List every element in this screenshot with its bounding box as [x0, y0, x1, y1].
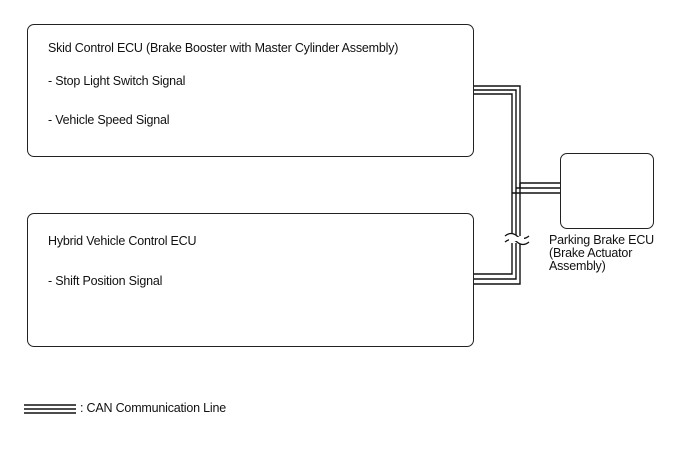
skid-control-ecu-box: [27, 24, 474, 157]
legend-can-line-sample: [24, 404, 76, 414]
stop-light-switch-signal: - Stop Light Switch Signal: [48, 74, 186, 88]
skid-control-ecu-title: Skid Control ECU (Brake Booster with Mas…: [48, 41, 399, 55]
hybrid-vehicle-control-ecu-title: Hybrid Vehicle Control ECU: [48, 234, 197, 248]
can-line-hybrid: [474, 243, 521, 285]
can-line-skid-to-parking: [474, 85, 521, 236]
parking-brake-ecu-label: Parking Brake ECU (Brake Actuator Assemb…: [549, 234, 654, 273]
shift-position-signal: - Shift Position Signal: [48, 274, 163, 288]
parking-brake-ecu-box: [560, 153, 654, 229]
vehicle-speed-signal: - Vehicle Speed Signal: [48, 113, 170, 127]
hybrid-vehicle-control-ecu-box: [27, 213, 474, 347]
parking-brake-ecu-label-line-2: (Brake Actuator: [549, 246, 633, 260]
parking-brake-ecu-label-line-1: Parking Brake ECU: [549, 233, 654, 247]
parking-brake-ecu-label-line-3: Assembly): [549, 259, 606, 273]
can-line-branch-to-parking: [512, 182, 560, 194]
legend-label: : CAN Communication Line: [80, 401, 226, 415]
